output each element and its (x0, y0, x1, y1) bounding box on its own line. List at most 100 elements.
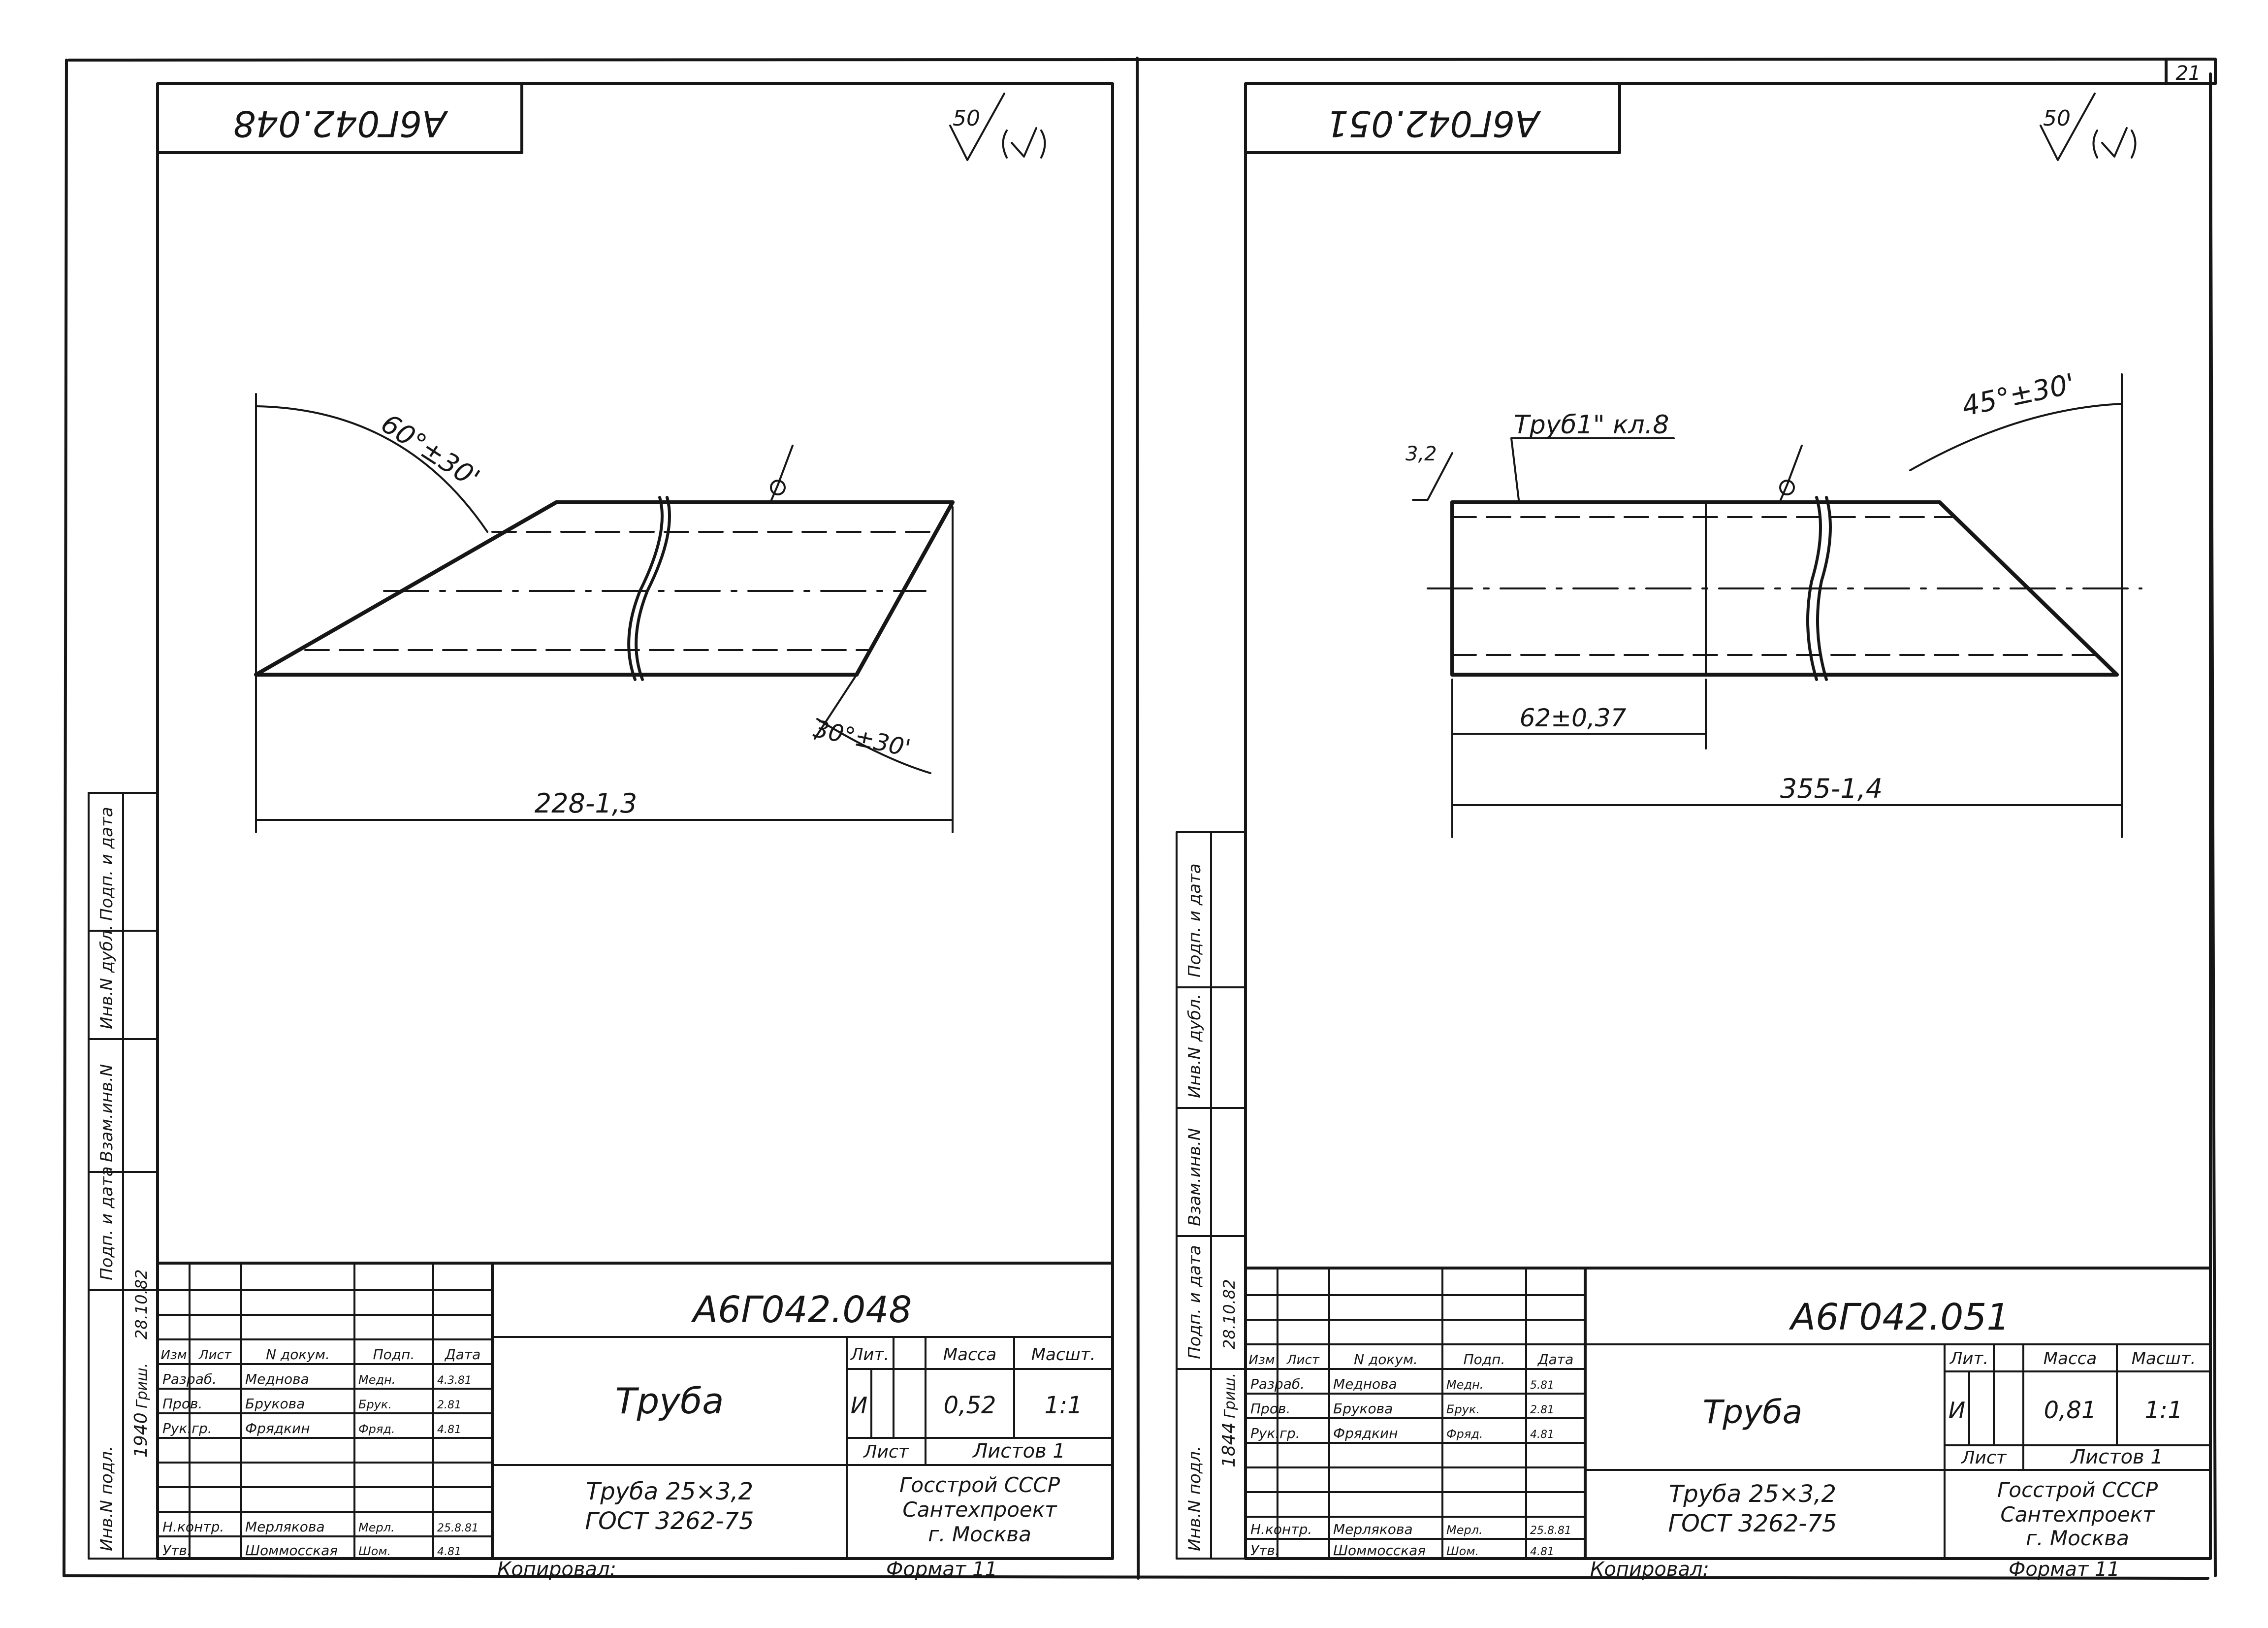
left-side-col-3: Взам.инв.N (97, 1064, 117, 1162)
right-row-sign: Медн. (1446, 1378, 1483, 1392)
right-sheet: А6Г042.051 50 (1176, 82, 2212, 1581)
left-hdr-date: Дата (444, 1346, 481, 1363)
right-row-sign: Мерл. (1446, 1523, 1483, 1537)
left-part-name: Труба (615, 1380, 724, 1422)
right-title-block (1244, 1267, 2212, 1560)
right-sheets-label: Листов 1 (2070, 1446, 2163, 1468)
left-hdr-list: Лист (198, 1348, 232, 1363)
right-row-role: Разраб. (1250, 1376, 1305, 1392)
right-hdr-sign: Подп. (1464, 1351, 1505, 1368)
left-copied: Копировал: (497, 1558, 616, 1581)
left-lit-value: И (851, 1392, 867, 1419)
left-side-strip (88, 792, 159, 1560)
left-row-date: 25.8.81 (437, 1522, 479, 1534)
right-length-dim: 355-1,4 (1780, 773, 1883, 804)
left-row-role: Пров. (162, 1396, 202, 1412)
right-standard: ГОСТ 3262-75 (1668, 1510, 1837, 1537)
left-hdr-doc: N докум. (266, 1346, 330, 1363)
right-row-name: Мерлякова (1333, 1521, 1413, 1537)
left-code-box (156, 82, 523, 154)
right-copied: Копировал: (1590, 1558, 1709, 1581)
page-number: 21 (2176, 62, 2201, 85)
left-row-role: Утв. (162, 1542, 192, 1559)
left-org-line3: г. Москва (928, 1522, 1031, 1546)
left-roughness-symbol: 50 (949, 93, 1046, 161)
right-scale-value: 1:1 (2144, 1397, 2182, 1424)
left-row-name: Фрядкин (245, 1420, 310, 1436)
left-format: Формат 11 (886, 1558, 997, 1581)
left-row-sign: Медн. (358, 1373, 395, 1387)
right-hdr-list: Лист (1286, 1353, 1320, 1368)
right-side-col-4: Инв.N дубл. (1185, 994, 1205, 1098)
right-code-box (1244, 82, 1621, 154)
right-length-short: 62±0,37 (1520, 704, 1627, 732)
left-side-col-5: Подп. и дата (97, 807, 117, 921)
left-side-sign: Гриш. (133, 1363, 151, 1408)
left-sheet: А6Г042.048 50 (88, 82, 1114, 1581)
left-hdr-izm: Изм (161, 1348, 187, 1363)
right-pipe (1412, 445, 2142, 681)
right-row-role: Пров. (1250, 1400, 1290, 1417)
left-sheet-label: Лист (862, 1442, 909, 1462)
left-row-role: Разраб. (162, 1371, 217, 1387)
left-code-mirrored: А6Г042.048 (233, 103, 448, 144)
left-angle-bottom: 30°±30' (811, 715, 913, 762)
left-side-inv: 1940 (131, 1412, 151, 1458)
left-row-name: Мерлякова (245, 1519, 325, 1535)
right-side-date: 28.10.82 (1220, 1279, 1239, 1350)
left-material: Труба 25×3,2 (586, 1478, 753, 1505)
right-hdr-doc: N докум. (1354, 1351, 1418, 1368)
right-row-date: 2.81 (1530, 1404, 1554, 1416)
right-scale-label: Масшт. (2132, 1349, 2196, 1368)
right-hdr-date: Дата (1537, 1351, 1574, 1368)
left-lit-label: Лит. (850, 1345, 889, 1365)
right-row-name: Меднова (1333, 1376, 1397, 1392)
right-org-line3: г. Москва (2026, 1526, 2129, 1550)
left-mass-label: Масса (943, 1345, 996, 1365)
left-row-date: 4.81 (437, 1424, 461, 1436)
right-row-role: Рук.гр. (1250, 1425, 1300, 1441)
left-row-name: Брукова (245, 1396, 305, 1412)
right-lit-value: И (1949, 1397, 1965, 1424)
left-side-col-1: Инв.N подл. (97, 1446, 117, 1551)
left-mass-value: 0,52 (944, 1392, 996, 1419)
left-pipe (254, 445, 955, 681)
right-roughness-symbol: 50 (2040, 93, 2137, 161)
right-lit-label: Лит. (1949, 1349, 1988, 1368)
right-code-mirrored: А6Г042.051 (1326, 103, 1541, 144)
right-side-col-5: Подп. и дата (1185, 863, 1205, 977)
left-side-date: 28.10.82 (132, 1270, 151, 1340)
right-row-date: 4.81 (1530, 1429, 1554, 1441)
right-side-sign: Гриш. (1221, 1373, 1239, 1418)
right-format: Формат 11 (2009, 1558, 2120, 1581)
right-row-sign: Шом. (1446, 1544, 1479, 1558)
right-side-col-3: Взам.инв.N (1185, 1128, 1205, 1226)
right-side-col-2: Подп. и дата (1185, 1245, 1205, 1359)
right-angle-top: 45°±30' (1959, 368, 2077, 423)
right-part-name: Труба (1703, 1393, 1802, 1431)
right-mass-value: 0,81 (2044, 1397, 2097, 1424)
left-row-name: Меднова (245, 1371, 309, 1387)
svg-text:50: 50 (2043, 106, 2071, 131)
left-length-dim: 228-1,3 (535, 788, 637, 819)
left-hdr-sign: Подп. (373, 1346, 415, 1363)
left-side-col-4: Инв.N дубл. (97, 925, 117, 1029)
left-dimensions (255, 393, 954, 833)
left-row-date: 2.81 (437, 1399, 461, 1411)
right-hdr-izm: Изм (1249, 1353, 1275, 1368)
right-dimensions (1451, 373, 2123, 838)
left-row-name: Шоммосская (245, 1542, 338, 1559)
right-sheet-label: Лист (1960, 1448, 2007, 1468)
left-row-sign: Фряд. (358, 1422, 395, 1436)
right-row-sign: Фряд. (1446, 1427, 1483, 1441)
right-row-date: 25.8.81 (1530, 1525, 1571, 1537)
right-row-role: Н.контр. (1250, 1521, 1312, 1537)
right-side-col-1: Инв.N подл. (1185, 1446, 1205, 1551)
left-row-sign: Шом. (358, 1544, 391, 1558)
right-row-name: Фрядкин (1333, 1425, 1398, 1441)
left-side-col-2: Подп. и дата (97, 1166, 117, 1280)
right-row-sign: Брук. (1446, 1402, 1480, 1416)
left-doc-code: А6Г042.048 (691, 1289, 912, 1331)
right-row-name: Брукова (1333, 1400, 1393, 1417)
